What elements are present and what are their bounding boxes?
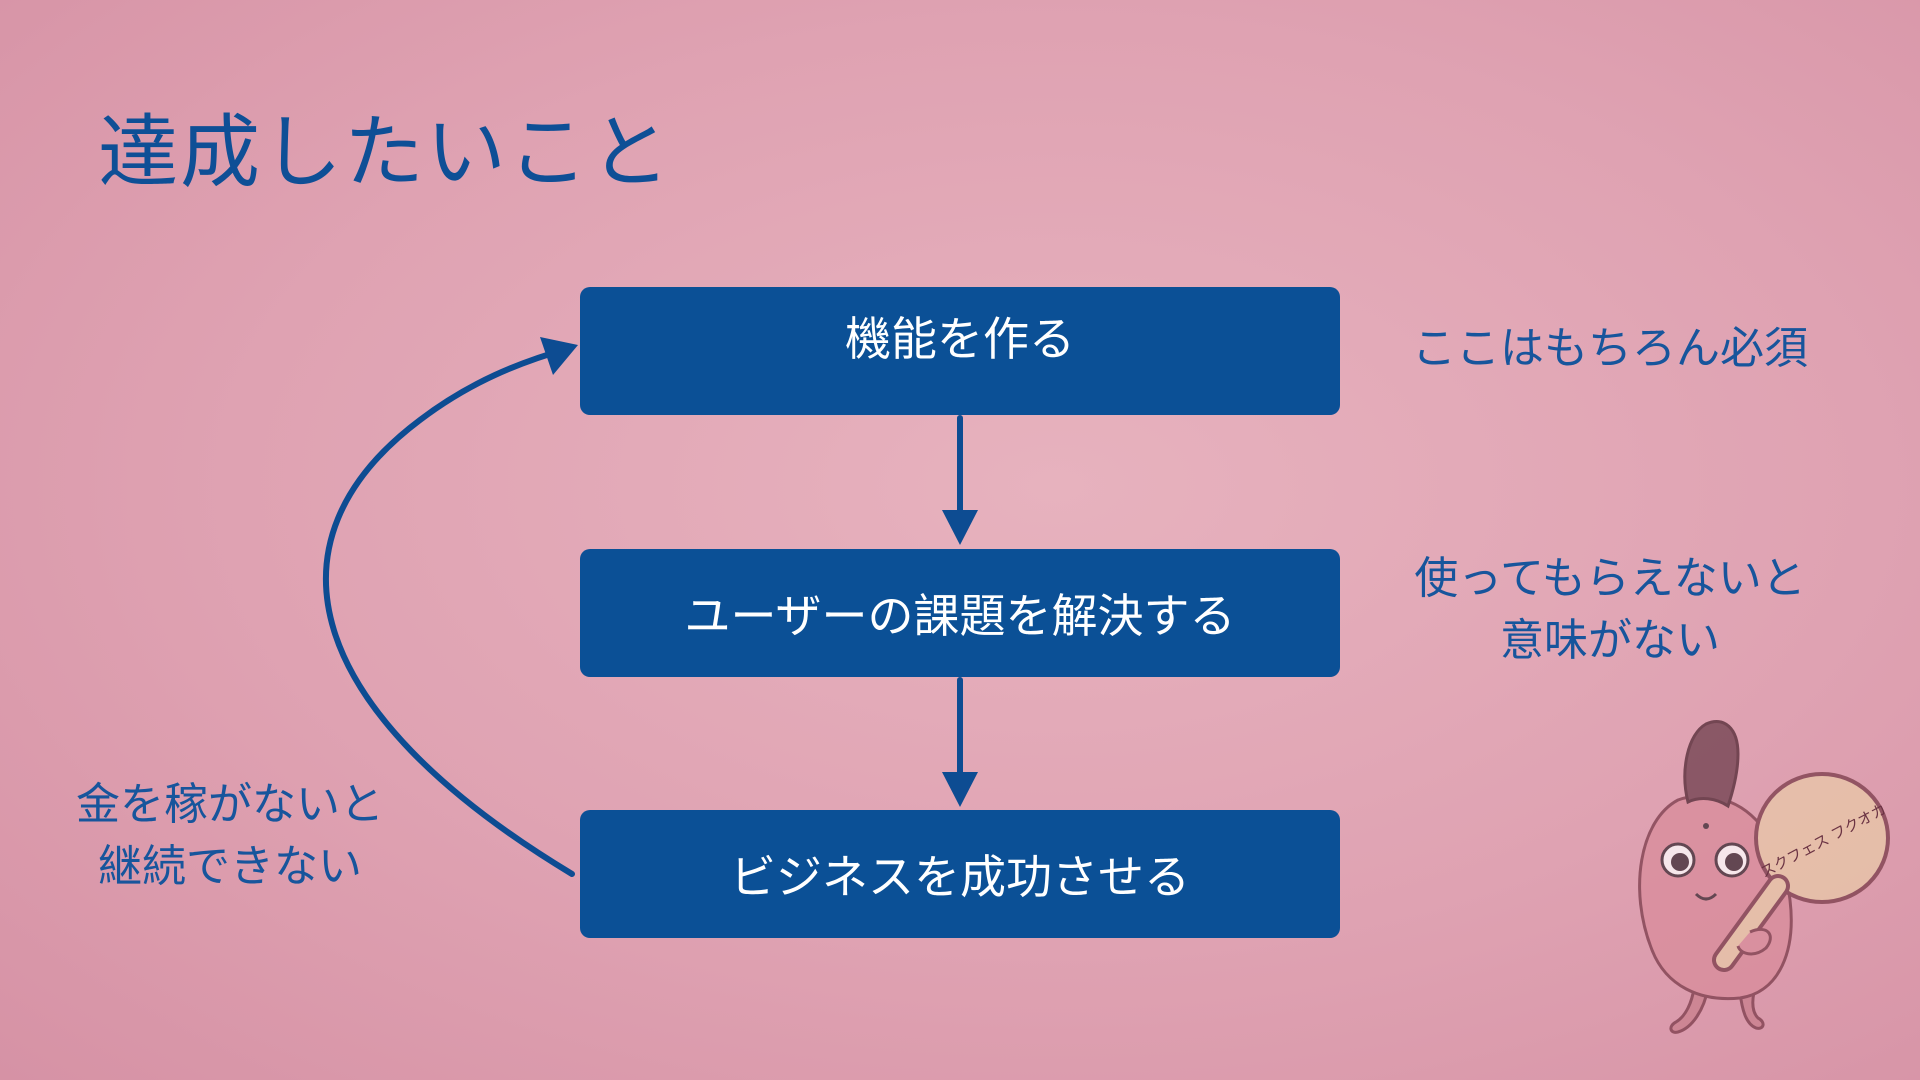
arrow-step1-to-step2-head bbox=[942, 510, 978, 545]
note-step2-line1: 使ってもらえないと bbox=[1414, 553, 1806, 604]
flow-step-label: ユーザーの課題を解決する bbox=[684, 589, 1236, 643]
mascot-character-icon: スクフェス フクオカ bbox=[1638, 720, 1890, 1034]
loop-arrow-curve bbox=[323, 345, 575, 877]
flow-step-build-features: 機能を作る bbox=[580, 287, 1340, 415]
note-step1: ここはもちろん必須 bbox=[1390, 318, 1830, 380]
arrow-step2-to-step3-head bbox=[942, 772, 978, 807]
flow-step-solve-user-problems: ユーザーの課題を解決する bbox=[580, 549, 1340, 677]
note-step2-line2: 意味がない bbox=[1500, 615, 1720, 666]
note-loop: 金を稼がないと 継続できない bbox=[40, 774, 420, 898]
note-loop-line2: 継続できない bbox=[98, 841, 362, 892]
flow-step-business-success: ビジネスを成功させる bbox=[580, 810, 1340, 938]
loop-arrow-head bbox=[540, 337, 578, 375]
note-step2: 使ってもらえないと 意味がない bbox=[1390, 548, 1830, 672]
slide-title: 達成したいこと bbox=[98, 106, 672, 199]
flow-step-label: 機能を作る bbox=[845, 312, 1075, 366]
note-step1-text: ここはもちろん必須 bbox=[1412, 323, 1808, 374]
note-loop-line1: 金を稼がないと bbox=[76, 779, 384, 830]
flow-step-label: ビジネスを成功させる bbox=[730, 850, 1190, 904]
